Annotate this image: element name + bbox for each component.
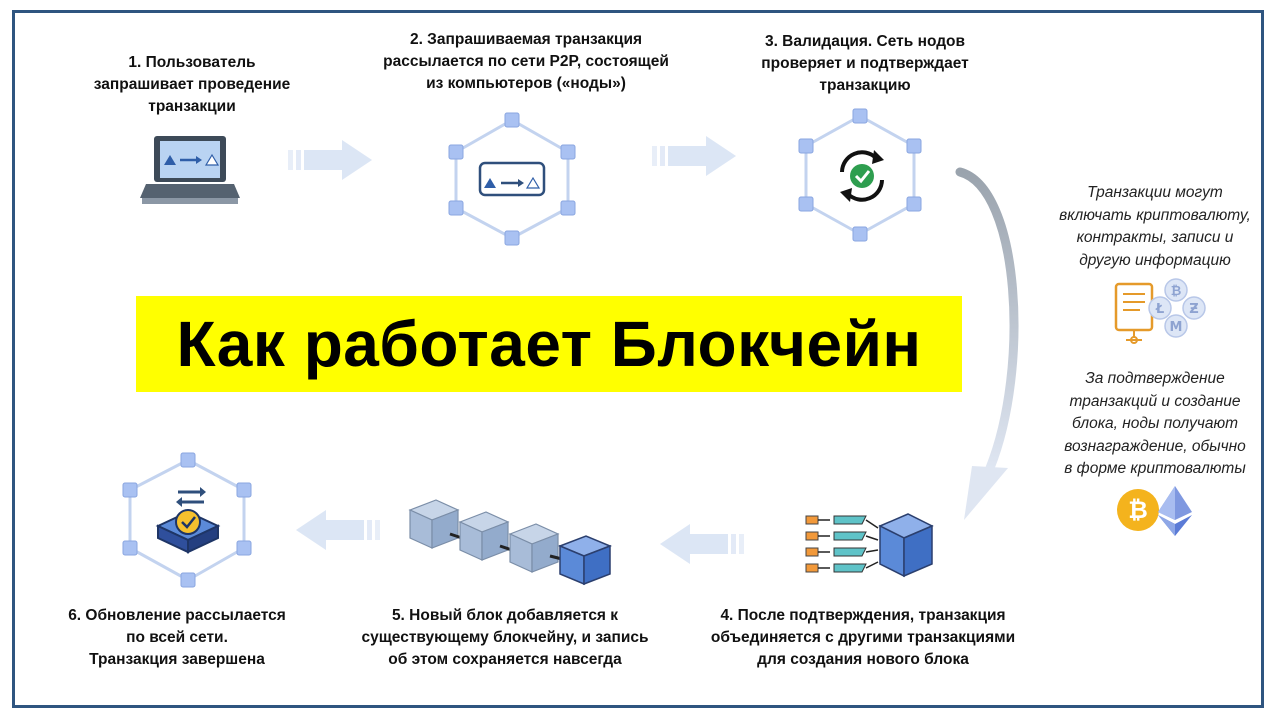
svg-text:₿: ₿ — [1171, 284, 1182, 299]
arrow-left-2 — [296, 510, 380, 550]
contract-crypto-icon: ₿ Ł Ƶ M — [1114, 278, 1206, 344]
page-frame — [12, 10, 1264, 708]
bitcoin-icon: ₿ — [1117, 489, 1159, 531]
chain-block-3 — [508, 523, 560, 573]
network-update-icon — [122, 452, 252, 588]
arrow-left-1 — [660, 524, 744, 564]
exchange-arrows-icon — [176, 487, 206, 507]
svg-text:₿: ₿ — [1128, 496, 1148, 524]
svg-text:Ƶ: Ƶ — [1189, 302, 1198, 317]
title-banner: Как работает Блокчейн — [136, 296, 962, 392]
chain-block-new — [557, 535, 613, 586]
confirmed-block-icon — [155, 509, 221, 554]
chain-block-1 — [408, 499, 460, 549]
laptop-icon — [140, 136, 240, 204]
ethereum-icon — [1158, 486, 1192, 536]
arrow-right-1 — [288, 140, 372, 180]
chain-block-2 — [458, 511, 510, 561]
blockchain-icon — [408, 499, 613, 586]
arrow-right-2 — [652, 136, 736, 176]
validation-network-icon — [798, 108, 922, 242]
sync-check-icon — [840, 150, 884, 202]
network-hexagon-icon — [448, 112, 576, 246]
svg-text:M: M — [1170, 320, 1183, 335]
transactions-to-block-icon — [805, 513, 934, 578]
curved-arrow — [955, 167, 1019, 520]
transaction-rows — [805, 515, 879, 573]
svg-text:Ł: Ł — [1155, 302, 1164, 317]
page-title: Как работает Блокчейн — [176, 308, 922, 380]
